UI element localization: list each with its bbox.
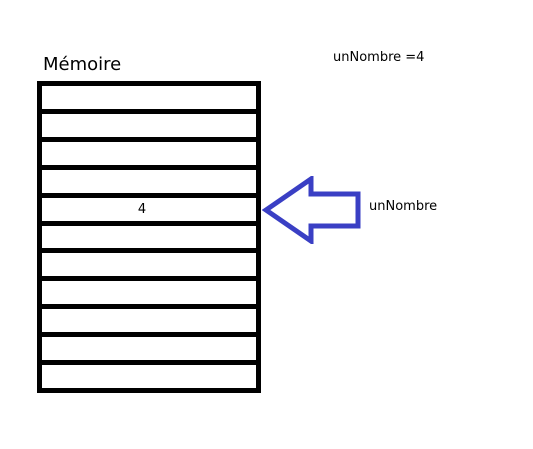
memory-cell: [42, 337, 256, 361]
memory-cell: [42, 86, 256, 109]
pointer-label: unNombre: [369, 199, 438, 214]
pointer-arrow-shape: [262, 176, 361, 244]
memory-cell: [42, 365, 256, 388]
left-arrow-icon: [262, 176, 361, 244]
memory-block: 4: [37, 81, 261, 393]
memory-cell: [42, 141, 256, 165]
memory-title: Mémoire: [43, 54, 122, 75]
assignment-text: unNombre =4: [333, 50, 425, 65]
memory-cell: [42, 253, 256, 277]
memory-cell: [42, 113, 256, 137]
memory-cell: [42, 169, 256, 193]
memory-cell: [42, 225, 256, 249]
memory-cell: [42, 281, 256, 305]
memory-cell-highlighted: 4: [42, 197, 256, 221]
memory-cell: [42, 309, 256, 333]
memory-cell-value: 4: [137, 201, 147, 217]
